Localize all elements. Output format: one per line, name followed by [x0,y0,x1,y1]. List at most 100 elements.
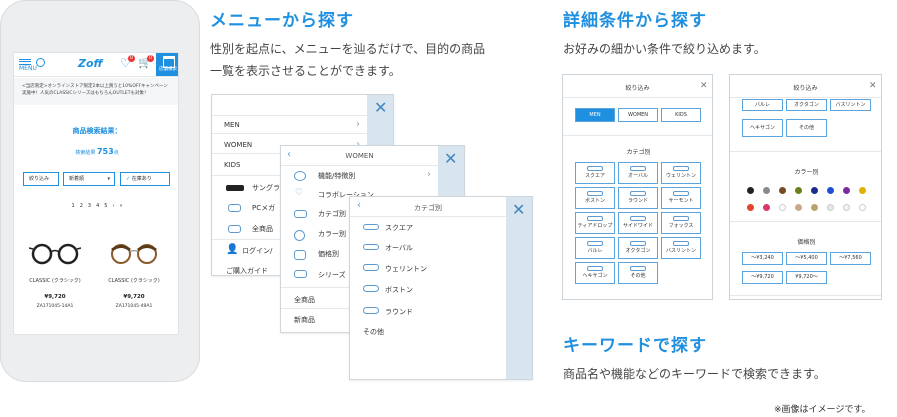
page-link[interactable]: 5 [104,203,108,209]
result-title: 商品検索結果： [72,127,122,135]
menu-item-price[interactable]: 価格別 [318,250,339,258]
frame-shape-icon [630,266,646,271]
gender-men-button[interactable]: MEN [575,108,615,122]
price-option[interactable]: ¥9,720〜 [786,271,827,284]
category-item[interactable]: スクエア [385,224,413,232]
gender-kids-button[interactable]: KIDS [661,108,701,122]
category-item[interactable]: オーバル [385,244,413,252]
color-swatch[interactable] [811,187,818,194]
close-icon[interactable]: ✕ [869,81,877,91]
color-swatch[interactable] [747,187,754,194]
price-option[interactable]: 〜¥9,720 [742,271,783,284]
shape-option[interactable]: オクタゴン [786,99,827,111]
menu-item-women[interactable]: WOMEN [224,141,253,149]
menu-item-all[interactable]: 全商品 [294,296,315,304]
page-link[interactable]: 4 [96,203,100,209]
menu-item-kids[interactable]: KIDS [224,161,241,169]
chevron-left-icon[interactable]: ‹ [357,200,361,211]
sort-select[interactable]: 新着順▾ [63,172,115,186]
result-suffix: 点 [113,150,119,156]
category-item[interactable]: その他 [363,328,384,336]
shape-option[interactable]: ウェリントン [661,162,701,184]
color-swatch[interactable] [811,204,818,211]
color-swatch[interactable] [795,204,802,211]
shape-option[interactable]: バルレ [742,99,783,111]
menu-item-category[interactable]: カテゴ別 [318,210,346,218]
close-icon[interactable]: ✕ [374,98,388,117]
menu-item-all[interactable]: 全商品 [252,225,273,233]
shape-option[interactable]: フォックス [661,212,701,234]
campaign-notice[interactable]: <当店限定>オンラインストア限定2本以上買うと10%OFFキャンペーン 実施中！… [14,78,178,105]
shape-option[interactable]: オーバル [618,162,658,184]
shape-option[interactable]: その他 [618,262,658,284]
shape-option[interactable]: バスリントン [661,237,701,259]
shape-option[interactable]: サイドワイド [618,212,658,234]
shape-option[interactable]: ヘキサゴン [742,119,783,137]
color-swatch[interactable] [827,204,834,211]
shape-option[interactable]: その他 [786,119,827,137]
close-icon[interactable]: ✕ [512,200,526,219]
shape-label: ラウンド [627,198,648,204]
menu-item-sunglasses[interactable]: サングラ [252,184,280,192]
menu-item-login[interactable]: ログイン/ [242,247,273,255]
price-option[interactable]: 〜¥5,400 [786,252,827,265]
category-item[interactable]: ウェリントン [385,265,427,273]
heart-icon[interactable]: ♡ [120,56,131,70]
menu-item-series[interactable]: シリーズ [318,271,346,279]
user-icon: 👤 [226,244,239,255]
price-option[interactable]: 〜¥3,240 [742,252,783,265]
color-swatch[interactable] [827,187,834,194]
color-swatch[interactable] [843,187,850,194]
shape-option[interactable]: ラウンド [618,187,658,209]
product-name[interactable]: CLASSIC (クラシック) [29,278,81,284]
in-stock-checkbox[interactable]: ✓ 在庫あり [120,172,170,186]
menu-icon[interactable]: MENU [19,57,37,72]
last-page-link[interactable]: » [119,203,123,209]
color-swatch[interactable] [859,204,866,211]
zoff-logo[interactable]: Zoff [78,57,103,70]
price-option[interactable]: 〜¥7,560 [830,252,871,265]
menu-item-pc[interactable]: PCメガ [252,204,276,212]
next-page-link[interactable]: › [112,203,115,209]
glasses-image[interactable] [29,243,81,265]
chevron-left-icon[interactable]: ‹ [287,149,291,160]
page-link[interactable]: 2 [79,203,83,209]
color-swatch[interactable] [843,204,850,211]
menu-item-men[interactable]: MEN [224,121,240,129]
page-link[interactable]: 1 [71,203,75,209]
close-icon[interactable]: ✕ [444,149,458,168]
shape-option[interactable]: バルレ [575,237,615,259]
close-icon[interactable]: ✕ [700,81,708,91]
color-swatch[interactable] [859,187,866,194]
menu-section-desc: 性別を起点に、メニューを辿るだけで、目的の商品 一覧を表示させることができます。 [210,38,485,82]
color-swatch[interactable] [795,187,802,194]
product-name[interactable]: CLASSIC (クラシック) [108,278,160,284]
color-swatch[interactable] [763,187,770,194]
color-swatch[interactable] [763,204,770,211]
shape-option[interactable]: ヘキサゴン [575,262,615,284]
shape-option[interactable]: オクタゴン [618,237,658,259]
shape-option[interactable]: サーモント [661,187,701,209]
color-swatch[interactable] [779,187,786,194]
glasses-image[interactable] [108,243,160,265]
page-link[interactable]: 3 [87,203,92,209]
menu-item-new[interactable]: 新商品 [294,316,315,324]
color-swatch[interactable] [779,204,786,211]
store-search-button[interactable]: 店舗検索 [156,53,178,76]
category-item[interactable]: ボストン [385,286,413,294]
shape-option[interactable]: ティアドロップ [575,212,615,234]
shape-label: ウェリントン [665,173,696,179]
divider [212,133,367,134]
shape-option[interactable]: バスリントン [830,99,871,111]
menu-item-feature[interactable]: 機能/特徴別 [318,172,356,180]
menu-item-color[interactable]: カラー別 [318,230,346,238]
color-swatch[interactable] [747,204,754,211]
shape-option[interactable]: ボストン [575,187,615,209]
filter-button[interactable]: 絞り込み [23,172,59,186]
shape-option[interactable]: スクエア [575,162,615,184]
category-item[interactable]: ラウンド [385,308,413,316]
gender-women-button[interactable]: WOMEN [618,108,658,122]
search-icon[interactable] [36,58,45,67]
menu-item-collab[interactable]: コラボレーション [318,191,374,199]
menu-item-guide[interactable]: ご購入ガイド [226,267,268,275]
